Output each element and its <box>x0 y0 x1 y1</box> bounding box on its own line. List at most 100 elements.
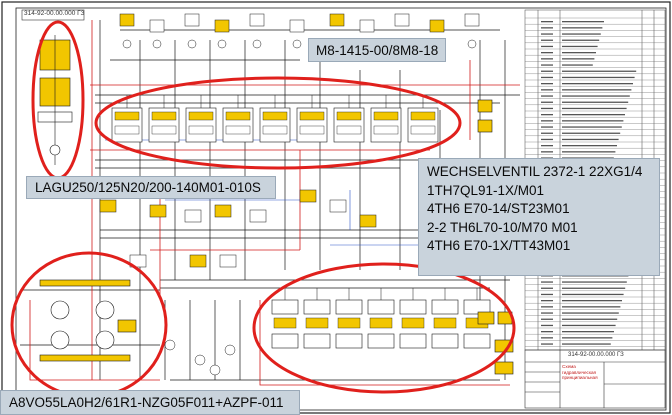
valve-section <box>399 333 427 349</box>
gauge <box>152 39 162 49</box>
valve-section <box>303 299 331 315</box>
table-row-text <box>562 312 619 314</box>
table-row-code <box>541 281 553 283</box>
table-row-code <box>541 293 553 296</box>
table-row-code <box>541 95 553 97</box>
valve-section <box>431 299 459 315</box>
top-component <box>394 13 410 27</box>
table-row-code <box>541 343 553 345</box>
gauge <box>122 39 132 49</box>
table-row-code <box>541 76 553 79</box>
gauge <box>217 39 227 49</box>
callout-valves-line: WECHSELVENTIL 2372-1 22XG1/4 <box>427 164 643 179</box>
valve-section <box>271 299 299 315</box>
table-row-code <box>541 132 553 134</box>
table-row-code <box>541 70 553 72</box>
table-row-text <box>562 58 595 60</box>
table-row-text <box>562 343 611 345</box>
valve-spool <box>373 125 399 135</box>
table-row-code <box>541 151 553 153</box>
middle-component <box>359 214 377 228</box>
table-row-code <box>541 337 553 339</box>
callout-pump: A8VO55LA0H2/61R1-NZG05F011+AZPF-011 <box>0 390 300 415</box>
highlight-valve-bank <box>94 76 462 170</box>
valve-spool <box>373 111 399 121</box>
table-row-code <box>541 83 553 85</box>
table-row-text <box>562 21 604 23</box>
table-row-text <box>562 83 633 85</box>
valve-bank-bottom <box>271 288 491 349</box>
valve-spool <box>151 125 177 135</box>
table-row-text <box>562 337 613 339</box>
accumulator <box>224 344 236 356</box>
table-row-code <box>541 300 553 302</box>
table-row-text <box>562 114 625 116</box>
callout-pump-regulator: LAGU250/125N20/200-140M01-010S <box>26 176 276 199</box>
gauge <box>467 39 477 49</box>
valve-section <box>335 299 363 315</box>
table-row-code <box>541 306 553 308</box>
table-row-text <box>562 138 619 141</box>
middle-component <box>129 254 147 268</box>
table-row-text <box>562 70 637 72</box>
highlight-valve-bank-bottom <box>252 262 516 394</box>
table-row-text <box>562 145 617 147</box>
valve-spool <box>410 111 436 121</box>
valve-section <box>303 333 331 349</box>
table-row-text <box>562 151 616 153</box>
top-component <box>214 19 230 33</box>
table-row-code <box>541 331 553 333</box>
top-component <box>119 13 135 27</box>
valve-spool <box>262 125 288 135</box>
table-row-text <box>562 318 618 320</box>
table-row-code <box>541 287 553 289</box>
stamp-top: 314-92-00.00.000 ГЗ <box>24 10 85 17</box>
table-row-text <box>562 300 622 302</box>
top-component <box>249 13 265 27</box>
table-row-code <box>541 45 553 48</box>
table-row-text <box>562 293 624 296</box>
middle-component <box>189 254 207 268</box>
gauge <box>252 39 262 49</box>
table-row-text <box>562 101 629 103</box>
top-component <box>329 13 345 27</box>
middle-component <box>149 204 167 218</box>
valve-spool <box>225 125 251 135</box>
table-row-text <box>562 324 616 327</box>
table-row-text <box>562 306 621 308</box>
table-row-text <box>562 126 622 128</box>
valve-spool <box>299 111 325 121</box>
callout-valves-line: 4TH6 E70-1X/TT43M01 <box>427 238 571 253</box>
top-component <box>149 19 165 33</box>
callout-valves-line: 4TH6 E70-14/ST23M01 <box>427 201 570 216</box>
valve-section <box>335 333 363 349</box>
valve-section <box>463 333 491 349</box>
accumulator <box>164 339 176 351</box>
pump-group <box>39 279 137 362</box>
middle-components <box>99 189 377 376</box>
table-row-code <box>541 101 553 103</box>
gauge <box>292 39 302 49</box>
top-component <box>429 19 445 33</box>
valve-spool <box>401 317 425 329</box>
table-row-code <box>541 58 553 60</box>
top-component <box>289 19 305 33</box>
valve-section <box>367 299 395 315</box>
table-row-text <box>562 64 593 66</box>
valve-spool <box>151 111 177 121</box>
table-row-text <box>562 331 614 333</box>
valve-spool <box>188 125 214 135</box>
table-row-code <box>541 89 553 91</box>
middle-component <box>184 209 202 223</box>
valve-section <box>431 333 459 349</box>
top-component <box>464 13 480 27</box>
accumulator <box>194 354 206 366</box>
return-lines <box>29 20 520 386</box>
table-row-text <box>562 281 627 283</box>
callout-valves-list: WECHSELVENTIL 2372-1 22XG1/4 1TH7QL91-1X… <box>418 158 660 276</box>
table-row-code <box>541 312 553 314</box>
valve-spool <box>410 125 436 135</box>
table-row-text <box>562 107 627 110</box>
middle-component <box>249 209 267 223</box>
table-row-text <box>562 89 632 91</box>
